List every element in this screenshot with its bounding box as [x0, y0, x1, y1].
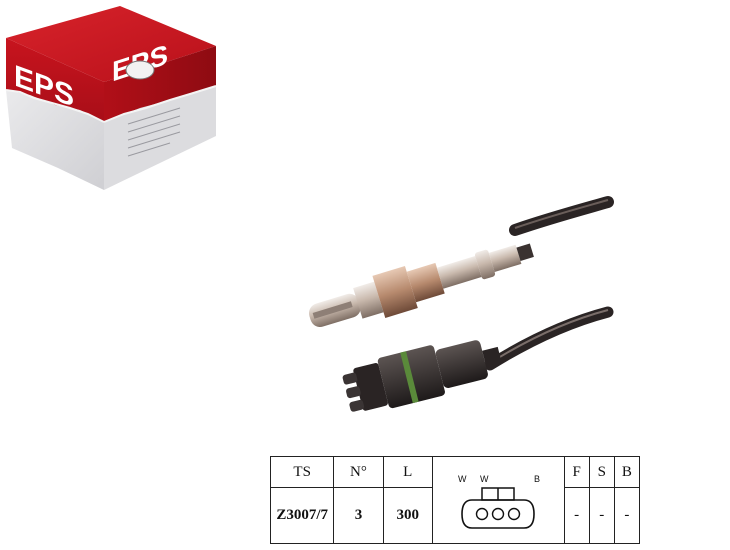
connector-pins-icon: W W B [458, 474, 540, 529]
product-box-image: EPS EPS [5, 6, 217, 190]
header-s: S [588, 456, 615, 488]
value-ts: Z3007/7 [269, 487, 335, 544]
value-length: 300 [382, 487, 433, 544]
spec-table: TS N° L W W B F S B Z3007/7 3 300 - - - [269, 456, 641, 544]
header-f: F [563, 456, 590, 488]
oxygen-sensor-image [308, 196, 614, 412]
value-number: 3 [333, 487, 384, 544]
value-b: - [613, 487, 641, 544]
pin-label-b: B [534, 474, 540, 484]
header-length: L [382, 456, 433, 488]
value-s: - [588, 487, 615, 544]
pin-label-w1: W [458, 474, 467, 484]
spec-header-row: TS N° L W W B F S B [269, 456, 641, 544]
connector-pin-diagram: W W B [431, 456, 565, 544]
pin-label-w2: W [480, 474, 489, 484]
header-ts: TS [269, 456, 335, 488]
header-number: N° [333, 456, 384, 488]
spec-value-row: Z3007/7 3 300 - - - [269, 487, 641, 544]
header-b: B [613, 456, 641, 488]
value-f: - [563, 487, 590, 544]
